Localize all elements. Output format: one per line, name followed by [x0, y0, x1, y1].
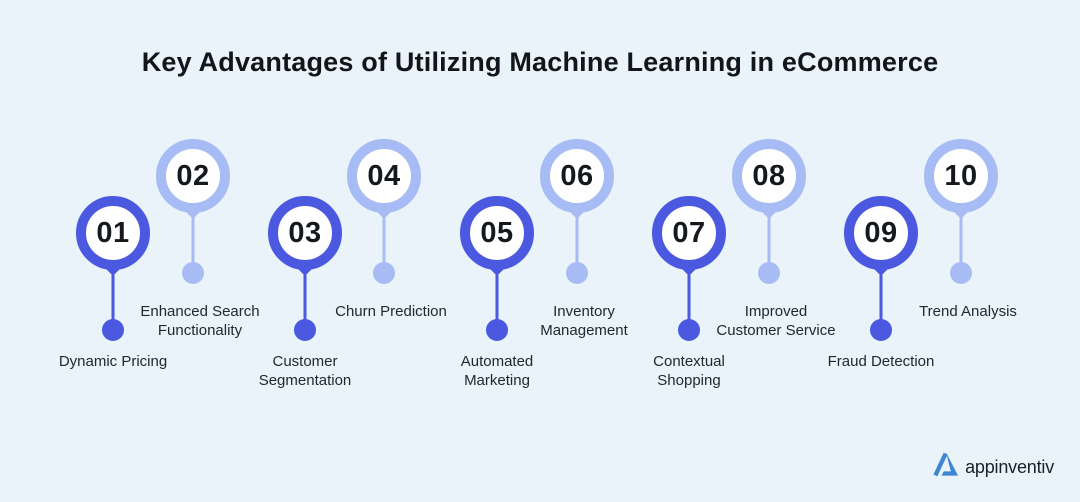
- connector-stem: [111, 265, 115, 323]
- milestone-label: Customer Segmentation: [258, 353, 352, 389]
- connector-dot: [566, 262, 588, 284]
- milestone-number: 08: [752, 159, 786, 192]
- milestone-label: Trend Analysis: [919, 303, 1017, 320]
- connector-stem: [959, 208, 963, 266]
- milestone-label: Fraud Detection: [827, 353, 935, 370]
- milestone-number: 04: [367, 159, 401, 192]
- connector-dot: [102, 319, 124, 341]
- connector-stem: [495, 265, 499, 323]
- brand-logo-text: appinventiv: [965, 456, 1054, 477]
- milestone-circle-06: 06: [540, 139, 614, 213]
- connector-dot: [486, 319, 508, 341]
- connector-dot: [758, 262, 780, 284]
- milestone-circle-09: 09: [844, 196, 918, 270]
- milestone-label: Dynamic Pricing: [58, 353, 168, 370]
- appinventiv-logo-icon: [933, 451, 959, 483]
- milestone-label: Improved Customer Service: [716, 303, 836, 339]
- milestone-label: Churn Prediction: [335, 303, 447, 320]
- connector-stem: [382, 208, 386, 266]
- milestone-circle-08: 08: [732, 139, 806, 213]
- connector-stem: [575, 208, 579, 266]
- connector-dot: [870, 319, 892, 341]
- milestone-label: Automated Marketing: [460, 353, 534, 389]
- connector-dot: [294, 319, 316, 341]
- milestone-label: Contextual Shopping: [653, 353, 725, 389]
- milestone-number: 06: [560, 159, 594, 192]
- connector-stem: [191, 208, 195, 266]
- milestone-circle-04: 04: [347, 139, 421, 213]
- milestone-circle-05: 05: [460, 196, 534, 270]
- milestone-number: 01: [96, 216, 130, 249]
- milestone-number: 05: [480, 216, 514, 249]
- page-title: Key Advantages of Utilizing Machine Lear…: [141, 47, 939, 77]
- milestone-label: Inventory Management: [540, 303, 628, 339]
- milestone-label: Enhanced Search Functionality: [140, 303, 260, 339]
- connector-dot: [950, 262, 972, 284]
- connector-dot: [678, 319, 700, 341]
- milestone-number: 03: [288, 216, 322, 249]
- milestone-circle-07: 07: [652, 196, 726, 270]
- milestone-circle-01: 01: [76, 196, 150, 270]
- connector-dot: [182, 262, 204, 284]
- milestone-number: 07: [672, 216, 706, 249]
- milestone-number: 09: [864, 216, 898, 249]
- milestone-circle-02: 02: [156, 139, 230, 213]
- milestone-circle-10: 10: [924, 139, 998, 213]
- connector-stem: [767, 208, 771, 266]
- connector-stem: [879, 265, 883, 323]
- milestone-number: 10: [944, 159, 978, 192]
- brand-logo: appinventiv: [933, 451, 1054, 483]
- connector-dot: [373, 262, 395, 284]
- connector-stem: [303, 265, 307, 323]
- milestone-circle-03: 03: [268, 196, 342, 270]
- connector-stem: [687, 265, 691, 323]
- milestone-number: 02: [176, 159, 210, 192]
